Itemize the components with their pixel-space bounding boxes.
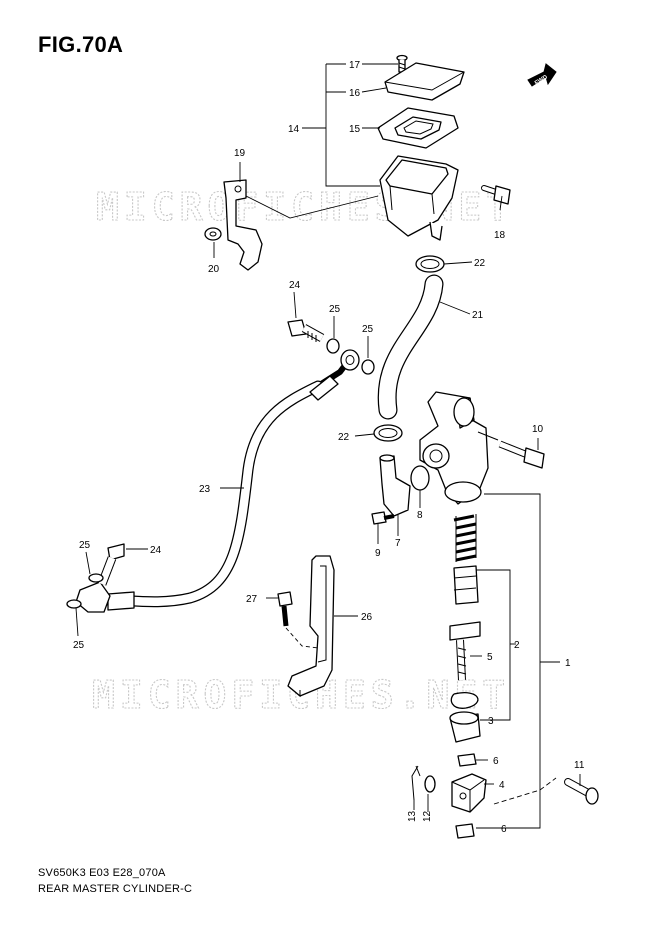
figure-title: FIG.70A <box>38 32 124 57</box>
upper-crush-washer-b <box>361 359 375 375</box>
callout-17: 17 <box>349 60 361 71</box>
brake-hose <box>75 349 360 613</box>
circlip <box>450 692 479 709</box>
callout-5: 5 <box>487 652 493 663</box>
callout-6-lower: 6 <box>501 824 507 835</box>
callout-22-lower: 22 <box>338 432 350 443</box>
reservoir-hose-connector <box>379 454 411 517</box>
bracket-washer <box>204 227 222 241</box>
reservoir-bracket <box>223 179 263 271</box>
footer-diagram-name: REAR MASTER CYLINDER-C <box>38 883 193 895</box>
callout-16: 16 <box>349 88 361 99</box>
connector-o-ring <box>410 465 430 491</box>
fwd-arrow-icon: FWD <box>527 63 557 87</box>
leader-lines <box>75 63 581 829</box>
callout-10: 10 <box>532 424 544 435</box>
lower-hose-clamp <box>373 424 403 442</box>
reservoir-tank <box>379 155 459 241</box>
callout-14: 14 <box>288 124 300 135</box>
callout-27: 27 <box>246 594 258 605</box>
lower-crush-washer-a <box>88 573 104 583</box>
bracket-guide-line <box>245 195 379 219</box>
callout-24-upper: 24 <box>289 280 301 291</box>
lower-union-bolt <box>97 543 125 586</box>
clevis-pin <box>564 778 599 805</box>
footer-diagram-code: SV650K3 E03 E28_070A <box>38 867 166 879</box>
callout-21: 21 <box>472 310 484 321</box>
callout-9: 9 <box>375 548 381 559</box>
callout-1: 1 <box>565 658 571 669</box>
upper-union-bolt <box>287 319 325 342</box>
callout-25-a: 25 <box>329 304 341 315</box>
callout-25-d: 25 <box>73 640 85 651</box>
callout-7: 7 <box>395 538 401 549</box>
reservoir-cap <box>384 62 465 101</box>
callout-25-b: 25 <box>362 324 374 335</box>
callout-13: 13 <box>407 810 418 822</box>
callout-19: 19 <box>234 148 246 159</box>
lower-crush-washer-b <box>66 599 82 609</box>
upper-crush-washer-a <box>326 338 340 354</box>
callout-15: 15 <box>349 124 361 135</box>
callout-23: 23 <box>199 484 211 495</box>
callout-18: 18 <box>494 230 506 241</box>
callout-4: 4 <box>499 780 505 791</box>
callout-6-upper: 6 <box>493 756 499 767</box>
callout-20: 20 <box>208 264 220 275</box>
hose-guide-bolt <box>277 591 319 649</box>
callout-22-upper: 22 <box>474 258 486 269</box>
callout-25-c: 25 <box>79 540 91 551</box>
clevis-washer <box>424 775 436 793</box>
upper-hose-clamp <box>415 255 445 273</box>
connector-screw <box>371 511 395 525</box>
clevis <box>451 773 487 813</box>
callout-8: 8 <box>417 510 423 521</box>
callout-labels: 1 2 3 4 5 6 6 7 8 9 10 11 12 13 14 15 16… <box>73 60 585 835</box>
callout-11: 11 <box>574 760 585 771</box>
reservoir-diaphragm <box>377 107 459 149</box>
callout-3: 3 <box>488 716 494 727</box>
callout-24-lower: 24 <box>150 545 162 556</box>
callout-26: 26 <box>361 612 373 623</box>
cotter-pin <box>411 765 421 801</box>
reservoir-hose <box>377 274 444 420</box>
lock-nut-upper <box>457 753 477 767</box>
piston-assembly <box>453 565 479 605</box>
master-cylinder-bolt <box>498 440 545 469</box>
reservoir-bolt <box>481 185 511 205</box>
push-rod <box>449 621 481 681</box>
dust-boot <box>449 711 481 743</box>
return-spring <box>453 514 477 562</box>
lock-nut-lower <box>455 823 475 839</box>
hose-guide <box>287 555 335 698</box>
callout-2: 2 <box>514 640 520 651</box>
master-cylinder-body <box>419 391 499 505</box>
callout-12: 12 <box>422 810 433 822</box>
